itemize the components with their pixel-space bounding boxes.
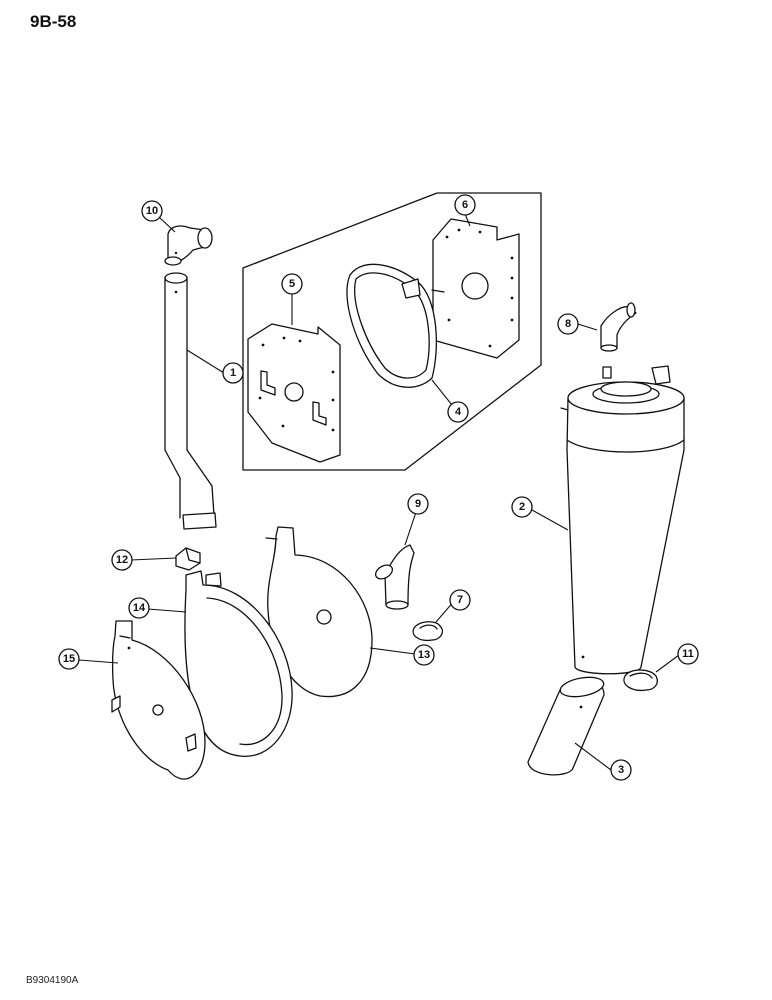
- plate-part-5: [247, 323, 341, 463]
- tube-part-8: [600, 302, 637, 352]
- callout-4-label: 4: [455, 406, 462, 418]
- callout-7: 7: [449, 589, 471, 611]
- leader-10: [159, 217, 176, 233]
- callout-8: 8: [557, 313, 579, 335]
- callout-12-label: 12: [116, 554, 128, 566]
- elbow-part-10: [164, 225, 213, 266]
- leader-3: [574, 742, 612, 771]
- callout-14: 14: [128, 597, 150, 619]
- spout-part-9: [374, 544, 415, 610]
- callout-3: 3: [610, 759, 632, 781]
- leader-11: [655, 654, 680, 673]
- callout-15-label: 15: [63, 653, 75, 665]
- leader-8: [577, 323, 598, 331]
- callout-10: 10: [141, 200, 163, 222]
- band-part-4: [346, 263, 445, 388]
- callout-11-label: 11: [682, 648, 694, 660]
- cover-part-15: [111, 620, 206, 780]
- callout-5-label: 5: [289, 278, 295, 290]
- leader-2: [531, 509, 569, 531]
- callout-1: 1: [222, 362, 244, 384]
- figure-code: B9304190A: [26, 975, 79, 986]
- callout-10-label: 10: [146, 205, 158, 217]
- plate-part-6: [432, 218, 520, 359]
- callout-4: 4: [447, 401, 469, 423]
- callout-8-label: 8: [565, 318, 571, 330]
- callout-9: 9: [407, 493, 429, 515]
- page-number: 9B-58: [30, 12, 77, 31]
- leader-13: [369, 647, 416, 655]
- callout-6-label: 6: [462, 199, 468, 211]
- disc-part-13: [265, 526, 373, 698]
- callout-6: 6: [454, 194, 476, 216]
- leader-9: [404, 511, 417, 546]
- leader-14: [147, 608, 187, 613]
- callout-3-label: 3: [618, 764, 624, 776]
- bracket-part-12: [175, 547, 201, 571]
- leader-15: [78, 659, 119, 664]
- callout-5: 5: [281, 273, 303, 295]
- callout-7-label: 7: [457, 594, 463, 606]
- callout-11: 11: [677, 643, 699, 665]
- cyclone-part-2: [560, 365, 685, 675]
- callout-2: 2: [511, 496, 533, 518]
- leader-6: [464, 213, 471, 227]
- callout-14-label: 14: [133, 602, 146, 614]
- callout-2-label: 2: [519, 501, 525, 513]
- tube-part-3: [527, 676, 605, 776]
- leader-12: [130, 557, 177, 561]
- clamp-part-7: [412, 621, 444, 642]
- callout-12: 12: [111, 549, 133, 571]
- callout-15: 15: [58, 648, 80, 670]
- inset-frame: [242, 192, 542, 471]
- callout-13-label: 13: [418, 649, 430, 661]
- pipe-part-1: [164, 272, 217, 530]
- callout-9-label: 9: [415, 498, 421, 510]
- callout-13: 13: [413, 644, 435, 666]
- callout-1-label: 1: [230, 367, 236, 379]
- leader-1: [186, 349, 225, 374]
- clamp-part-11: [623, 669, 658, 692]
